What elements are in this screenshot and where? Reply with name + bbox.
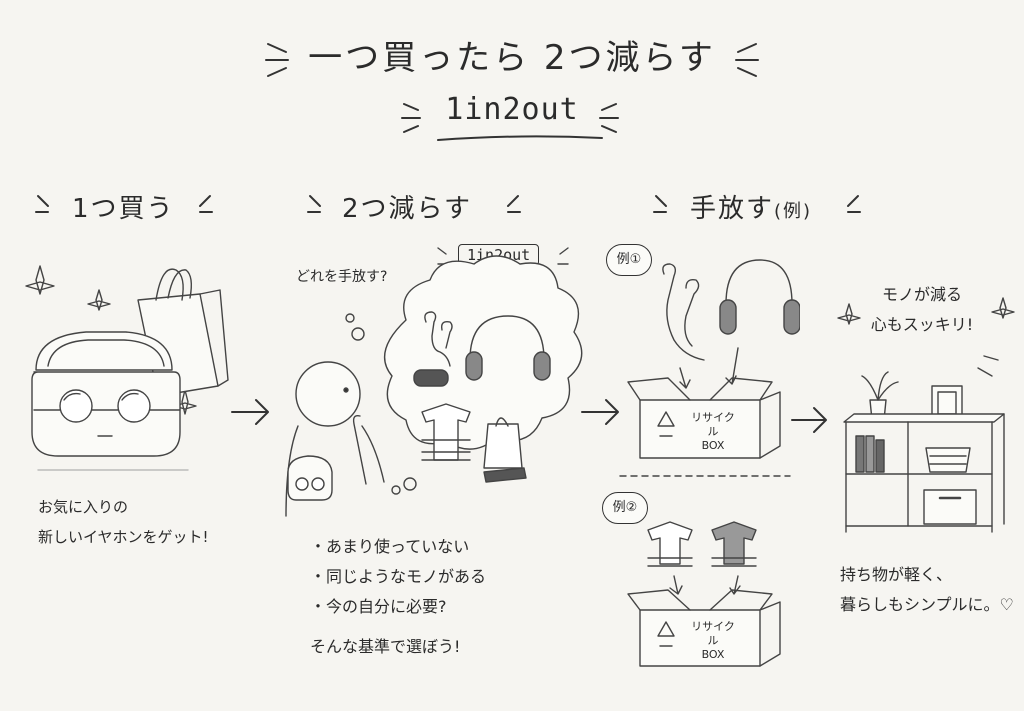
step1-caption-line: お気に入りの [38, 498, 129, 516]
criteria-item: ・同じようなモノがある [310, 567, 487, 586]
recycle-boxes-illustration [619, 259, 800, 667]
box2-label: リサイクル BOX [688, 620, 738, 662]
criteria-closing: そんな基準で選ぼう! [310, 637, 461, 656]
step2-criteria-list: ・あまり使っていない ・同じようなモノがある ・今の自分に必要? そんな基準で選… [310, 532, 486, 662]
tidy-shelf-illustration [837, 297, 1015, 533]
box-label-line: BOX [701, 648, 725, 661]
page-title: 一つ買ったら 2つ減らす [308, 38, 716, 78]
thinking-person-illustration [285, 247, 583, 517]
box-label-line: リサイクル [691, 620, 735, 647]
result-bubble-line: 心もスッキリ! [870, 315, 974, 334]
example2-label: 例② [602, 492, 648, 524]
step2-question: どれを手放す? [296, 269, 388, 285]
result-bubble-line: モノが減る [881, 285, 962, 304]
box-label-line: BOX [701, 439, 725, 452]
step1-caption-line: 新しいイヤホンをゲット! [38, 528, 209, 546]
criteria-item: ・あまり使っていない [310, 537, 470, 556]
page-subtitle: 1in2out [445, 92, 579, 127]
box1-label: リサイクル BOX [688, 411, 738, 453]
arrow-icon [791, 407, 827, 433]
earbuds-case-illustration [25, 265, 229, 471]
step4-caption-line: 暮らしもシンプルに。♡ [840, 595, 1014, 614]
step1-heading: 1つ買う [72, 194, 175, 224]
arrow-icon [581, 399, 619, 425]
step4-caption: 持ち物が軽く、 暮らしもシンプルに。♡ [840, 560, 1014, 620]
step3-heading-note: (例) [774, 201, 813, 222]
step3-heading-text: 手放す [690, 194, 775, 224]
arrow-icon [231, 399, 269, 425]
example1-label: 例① [606, 244, 652, 276]
result-bubble: モノが減る 心もスッキリ! [862, 280, 982, 340]
step4-caption-line: 持ち物が軽く、 [840, 565, 953, 584]
box-label-line: リサイクル [691, 411, 735, 438]
step2-heading: 2つ減らす [342, 194, 473, 224]
criteria-item: ・今の自分に必要? [310, 597, 447, 616]
step3-heading: 手放す(例) [690, 188, 812, 225]
step1-caption: お気に入りの 新しいイヤホンをゲット! [38, 492, 209, 552]
